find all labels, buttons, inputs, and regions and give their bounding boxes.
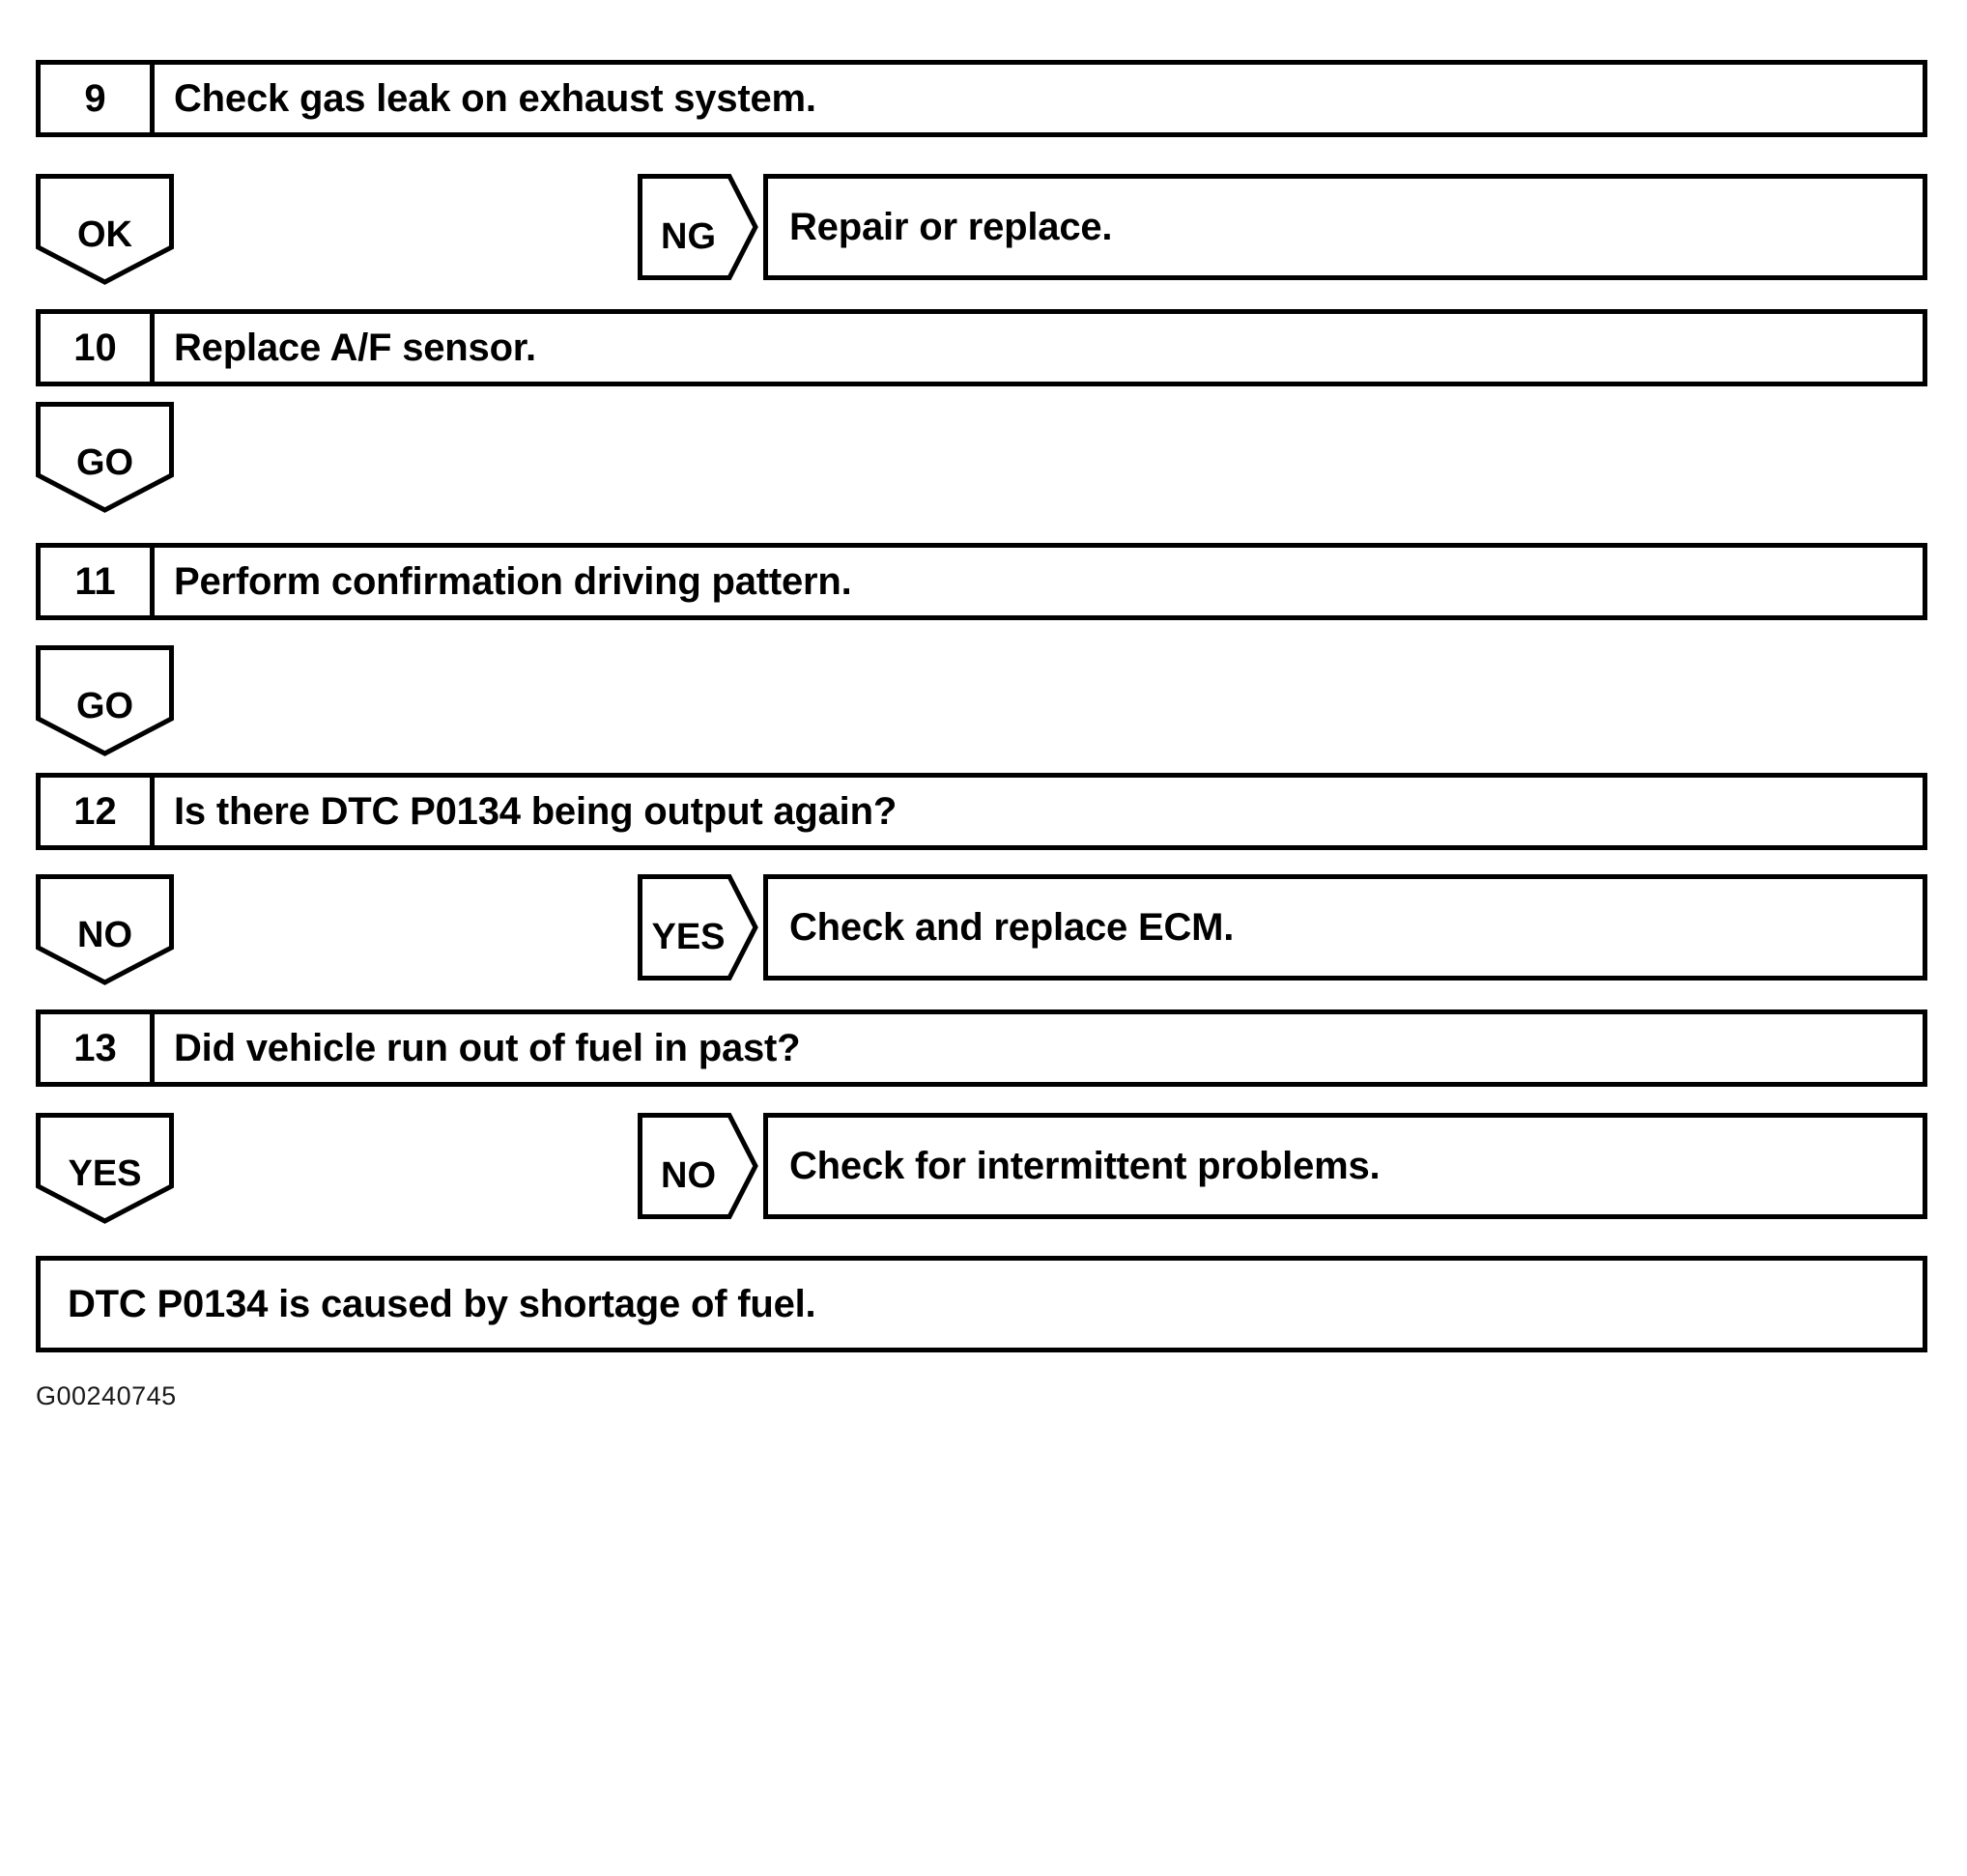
step-number: 9: [41, 65, 155, 132]
step-row-11[interactable]: 11 Perform confirmation driving pattern.: [36, 543, 1927, 620]
step-text: Is there DTC P0134 being output again?: [174, 789, 898, 833]
step-row-10[interactable]: 10 Replace A/F sensor.: [36, 309, 1927, 386]
step-text: Check gas leak on exhaust system.: [174, 76, 816, 120]
result-box-repair-or-replace[interactable]: Repair or replace.: [763, 174, 1927, 280]
pentagon-down-shape: [36, 402, 174, 513]
branch-arrow-ng[interactable]: NG: [638, 174, 758, 280]
step-text: Replace A/F sensor.: [174, 326, 536, 369]
pentagon-down-shape: [36, 874, 174, 985]
step-number: 13: [41, 1014, 155, 1082]
pentagon-right-shape: [638, 174, 758, 280]
result-box-text: Check for intermittent problems.: [789, 1144, 1381, 1187]
branch-arrow-yes-1[interactable]: YES: [638, 874, 758, 981]
conclusion-box[interactable]: DTC P0134 is caused by shortage of fuel.: [36, 1256, 1927, 1352]
pentagon-down-shape: [36, 174, 174, 285]
conclusion-text: DTC P0134 is caused by shortage of fuel.: [68, 1282, 816, 1325]
pentagon-right-shape: [638, 874, 758, 981]
pentagon-right-shape: [638, 1113, 758, 1219]
branch-arrow-go-2[interactable]: GO: [36, 645, 174, 756]
branch-arrow-no-2[interactable]: NO: [638, 1113, 758, 1219]
branch-arrow-yes-2[interactable]: YES: [36, 1113, 174, 1224]
step-text: Perform confirmation driving pattern.: [174, 559, 852, 603]
step-row-13[interactable]: 13 Did vehicle run out of fuel in past?: [36, 1009, 1927, 1087]
step-row-12[interactable]: 12 Is there DTC P0134 being output again…: [36, 773, 1927, 850]
branch-arrow-no-1[interactable]: NO: [36, 874, 174, 985]
pentagon-down-shape: [36, 1113, 174, 1224]
result-box-text: Check and replace ECM.: [789, 905, 1235, 949]
step-number: 11: [41, 548, 155, 615]
branch-arrow-ok[interactable]: OK: [36, 174, 174, 285]
branch-arrow-go-1[interactable]: GO: [36, 402, 174, 513]
step-row-9[interactable]: 9 Check gas leak on exhaust system.: [36, 60, 1927, 137]
step-number: 10: [41, 314, 155, 382]
step-number: 12: [41, 778, 155, 845]
image-code-label: G00240745: [36, 1381, 177, 1410]
result-box-check-intermittent-problems[interactable]: Check for intermittent problems.: [763, 1113, 1927, 1219]
result-box-text: Repair or replace.: [789, 205, 1113, 248]
step-text: Did vehicle run out of fuel in past?: [174, 1026, 801, 1069]
result-box-check-replace-ecm[interactable]: Check and replace ECM.: [763, 874, 1927, 981]
pentagon-down-shape: [36, 645, 174, 756]
